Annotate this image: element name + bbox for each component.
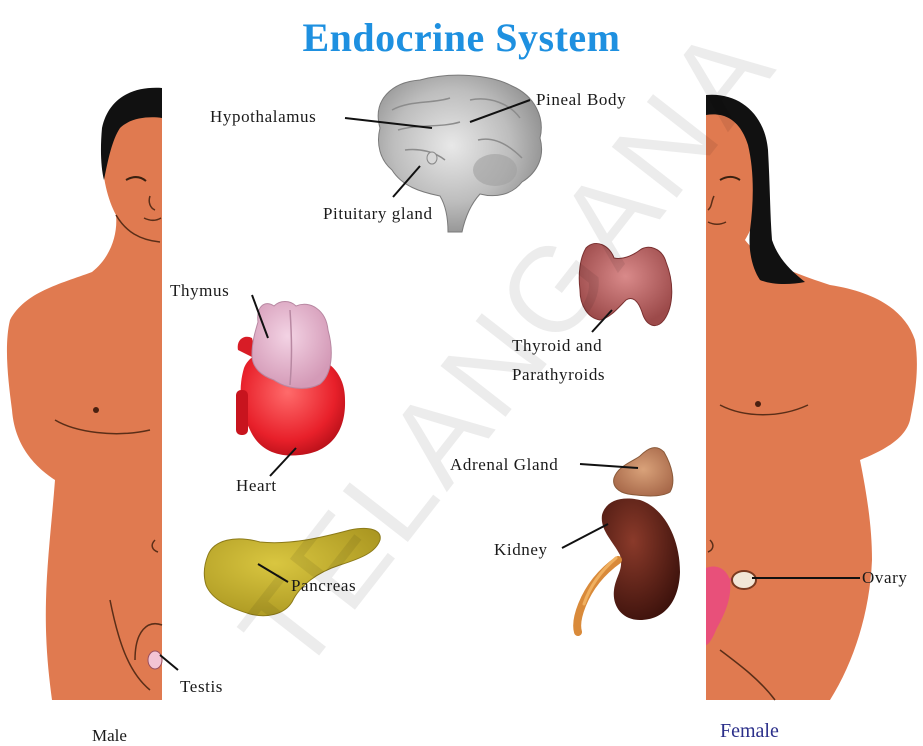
label-pineal-body: Pineal Body <box>536 90 626 110</box>
label-testis: Testis <box>180 677 223 697</box>
label-heart: Heart <box>236 476 277 496</box>
label-pituitary-gland: Pituitary gland <box>323 204 433 224</box>
label-adrenal-gland: Adrenal Gland <box>450 455 558 475</box>
label-thyroid-line2: Parathyroids <box>512 365 605 385</box>
male-body <box>7 88 162 700</box>
ovary-organ <box>732 571 756 589</box>
label-kidney: Kidney <box>494 540 548 560</box>
label-thyroid-line1: Thyroid and <box>512 336 602 356</box>
caption-male: Male <box>92 726 127 746</box>
thymus-organ <box>252 302 331 389</box>
male-figure <box>7 88 162 700</box>
female-figure <box>706 95 917 700</box>
female-body <box>706 95 917 700</box>
testis-organ <box>148 651 162 669</box>
testis-line <box>160 655 178 670</box>
adrenal-organ <box>614 448 673 496</box>
label-hypothalamus: Hypothalamus <box>210 107 316 127</box>
kidney-line <box>562 524 608 548</box>
label-ovary: Ovary <box>862 568 907 588</box>
female-nipple <box>755 401 761 407</box>
male-nipple <box>93 407 99 413</box>
label-pancreas: Pancreas <box>291 576 356 596</box>
label-thymus: Thymus <box>170 281 229 301</box>
kidney-organ <box>577 499 680 632</box>
caption-female: Female <box>720 720 779 743</box>
page-title: Endocrine System <box>0 14 923 61</box>
